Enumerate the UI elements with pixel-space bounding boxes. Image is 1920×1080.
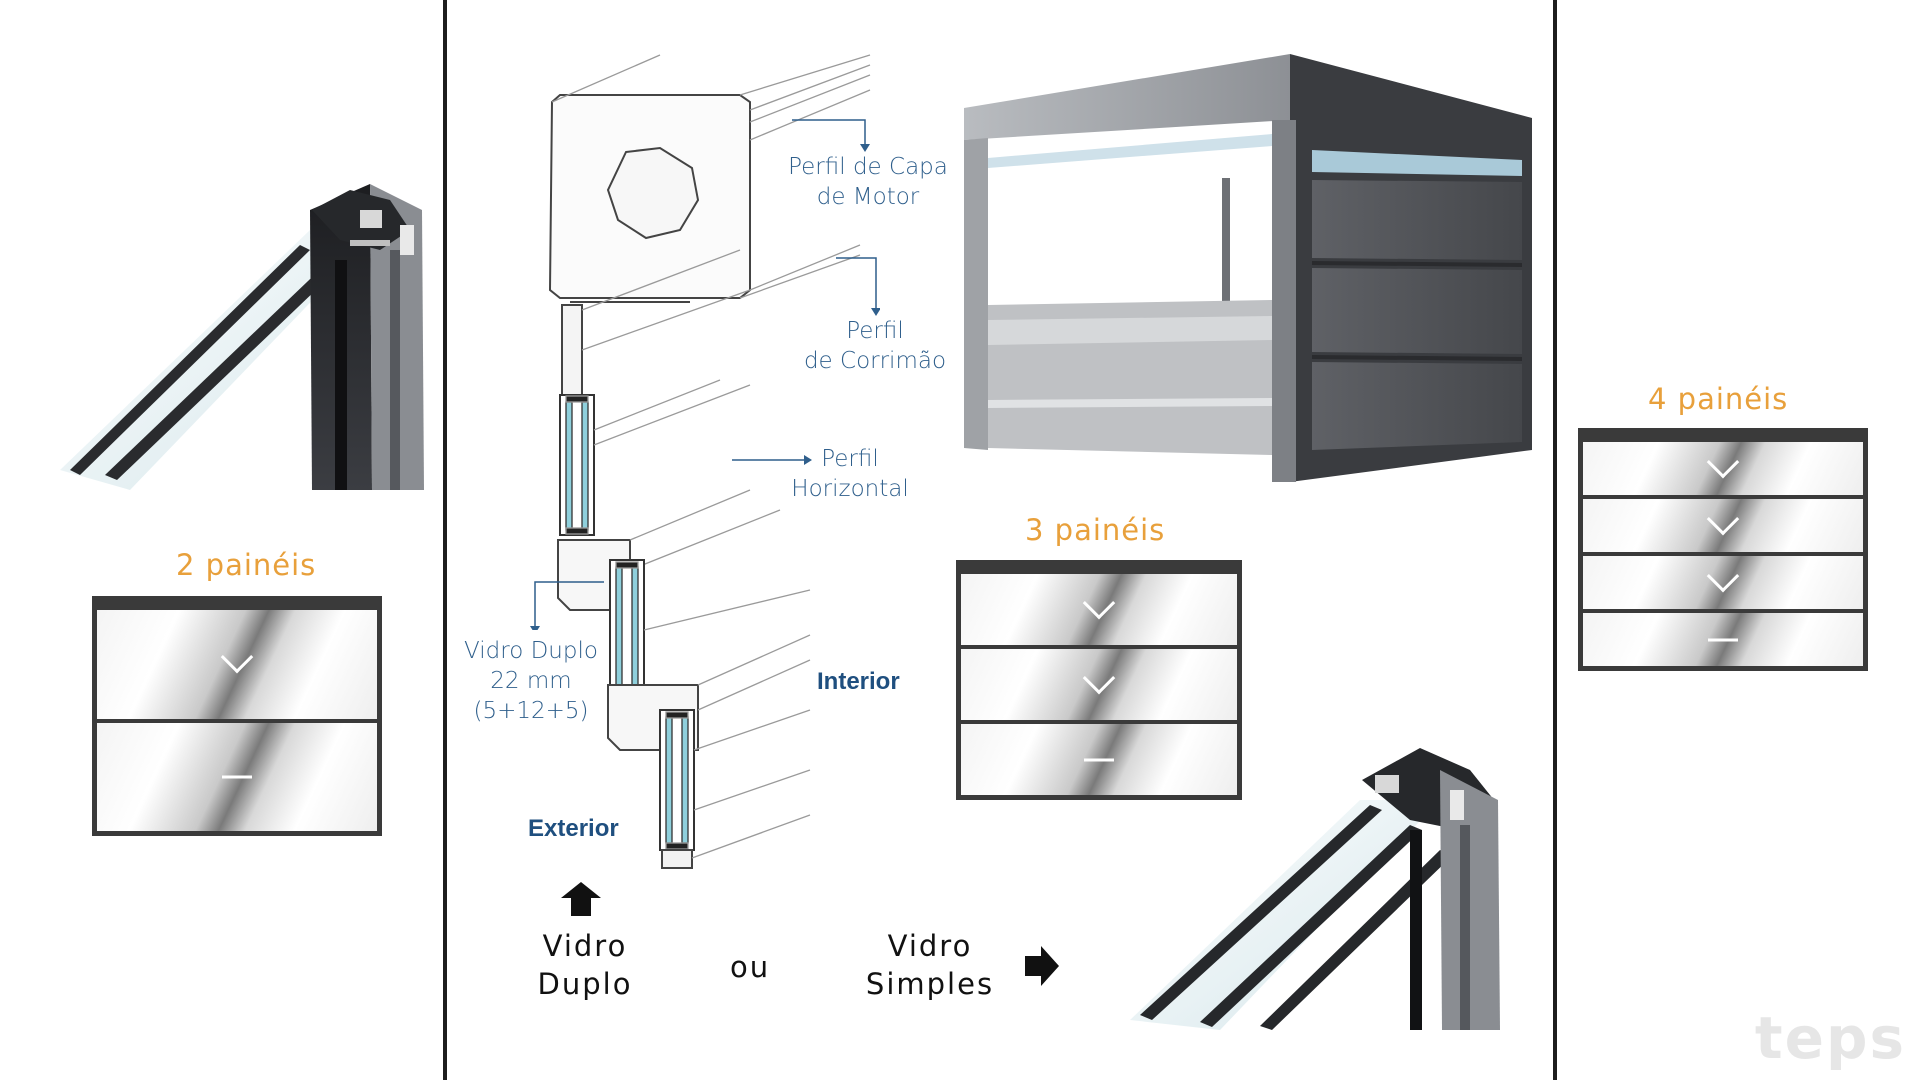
profile-section-drawing	[548, 54, 871, 869]
label-horizontal: Perfil Horizontal	[791, 446, 909, 502]
chevron-down-icon	[1706, 502, 1740, 535]
single-glass-profile-render	[1130, 748, 1500, 1030]
dash-icon	[222, 775, 252, 779]
pane	[961, 574, 1237, 645]
chevron-down-icon	[1082, 661, 1116, 694]
chevron-down-icon	[1706, 559, 1740, 592]
arrow-right-icon	[1025, 946, 1059, 986]
chevron-down-icon	[220, 641, 254, 674]
pane	[961, 724, 1237, 795]
dash-icon	[1084, 758, 1114, 761]
pane	[1583, 442, 1863, 495]
label-3-panels: 3 painéis	[1025, 513, 1166, 547]
pane	[961, 649, 1237, 720]
double-glass-profile-render	[60, 184, 424, 490]
label-option-double: Vidro Duplo	[537, 929, 633, 1001]
pane	[1583, 613, 1863, 666]
label-2-panels: 2 painéis	[176, 548, 317, 582]
pergola-render	[964, 54, 1532, 482]
watermark-logo: teps	[1754, 1004, 1906, 1072]
arrow-up-icon	[561, 882, 601, 916]
label-option-single: Vidro Simples	[865, 929, 995, 1001]
chevron-down-icon	[1706, 445, 1740, 478]
panel-diagram-2	[92, 596, 382, 836]
label-option-or: ou	[730, 950, 771, 984]
pane	[1583, 499, 1863, 552]
panel-diagram-3	[956, 560, 1242, 800]
right-divider	[1553, 0, 1557, 1080]
left-divider	[443, 0, 447, 1080]
dash-icon	[1708, 638, 1738, 641]
label-handrail: Perfil de Corrimão	[803, 318, 947, 374]
label-glass: Vidro Duplo 22 mm (5+12+5)	[464, 638, 598, 724]
chevron-down-icon	[1082, 586, 1116, 619]
pane	[97, 722, 377, 831]
callout-arrows	[530, 119, 880, 630]
pane	[97, 610, 377, 719]
panel-diagram-4	[1578, 428, 1868, 671]
pane	[1583, 556, 1863, 609]
label-motor-cover: Perfil de Capa de Motor	[788, 154, 948, 210]
label-interior: Interior	[817, 668, 900, 695]
label-exterior: Exterior	[528, 815, 619, 842]
label-4-panels: 4 painéis	[1648, 382, 1789, 416]
